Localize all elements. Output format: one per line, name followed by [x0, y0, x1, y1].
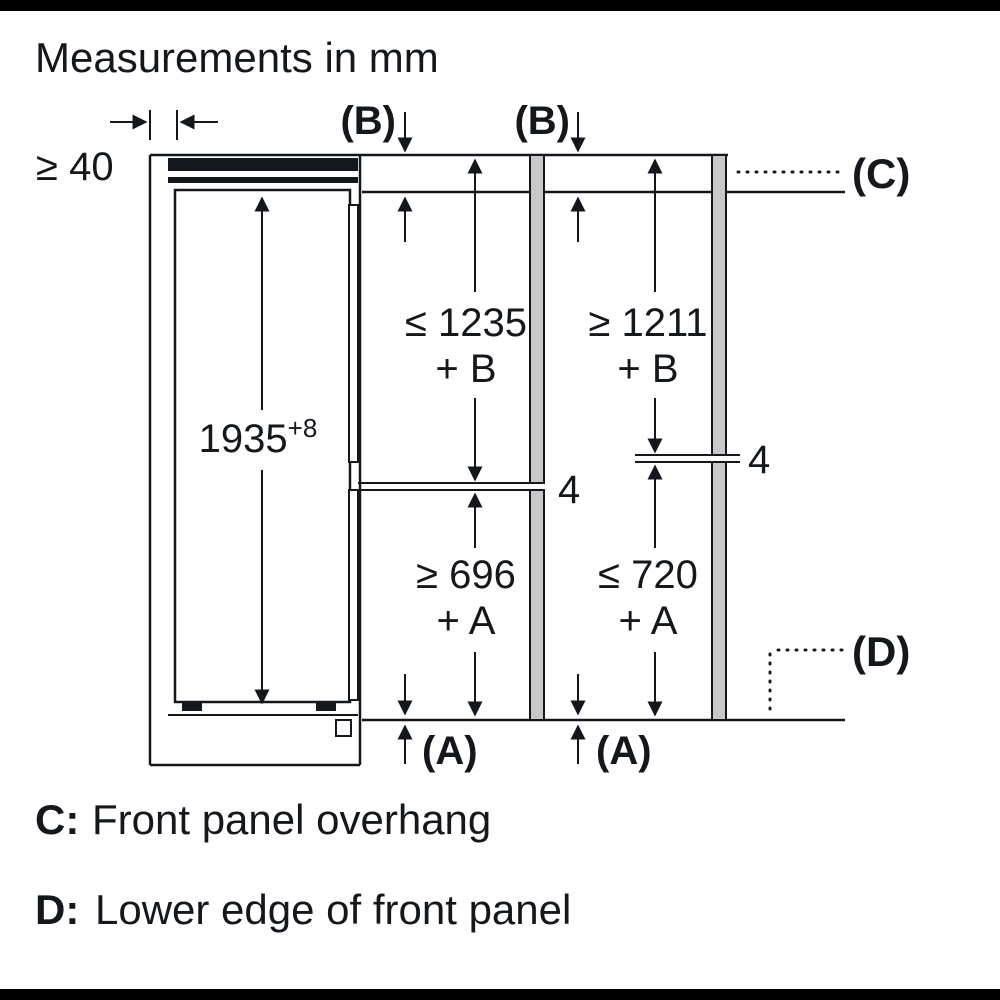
appliance-height-tolerance: +8 — [288, 413, 318, 443]
adjustment-foot — [335, 719, 352, 737]
diagram-title: Measurements in mm — [35, 34, 439, 81]
a-label-left: (A) — [422, 729, 478, 773]
wall-clearance-label: ≥ 40 — [36, 145, 114, 189]
top-trim-bar — [168, 177, 358, 183]
d-label: (D) — [852, 628, 910, 675]
gap-mid-label: 4 — [558, 468, 580, 512]
upper-left-add: + B — [435, 347, 496, 391]
appliance-foot-left — [182, 702, 202, 711]
upper-right-value: ≥ 1211 — [588, 301, 707, 345]
appliance-height-value: 1935 — [199, 417, 288, 461]
b-dimension-arrows — [397, 112, 586, 242]
front-panel-mid-upper — [529, 154, 545, 484]
top-panel-bar — [168, 158, 358, 171]
appliance-height-label: 1935+8 — [199, 413, 318, 461]
legend-c-key: C: — [35, 796, 79, 843]
front-panel-right-upper — [711, 154, 727, 456]
legend-d-key: D: — [35, 886, 79, 933]
lower-right-add: + A — [619, 599, 678, 643]
upper-left-value: ≤ 1235 — [405, 301, 527, 345]
lower-right-value: ≤ 720 — [598, 553, 698, 597]
a-dimension-arrows — [397, 674, 586, 764]
door-profile-upper — [348, 204, 359, 463]
legend-c-text: Front panel overhang — [92, 796, 491, 843]
door-profile-lower — [348, 489, 359, 701]
gap-right-label: 4 — [748, 438, 770, 482]
b-label-right: (B) — [514, 99, 570, 143]
d-reference-lines — [768, 648, 844, 718]
lower-left-add: + A — [437, 599, 496, 643]
c-label: (C) — [852, 150, 910, 197]
furniture-front-panels — [358, 154, 740, 721]
legend: C: Front panel overhang D: Lower edge of… — [35, 796, 571, 933]
legend-d-text: Lower edge of front panel — [95, 886, 571, 933]
upper-right-add: + B — [617, 347, 678, 391]
wall-clearance-dimension — [110, 110, 218, 140]
lower-left-value: ≥ 696 — [416, 553, 516, 597]
front-panel-mid-lower — [529, 489, 545, 721]
a-label-right: (A) — [596, 729, 652, 773]
appliance-foot-right — [316, 702, 336, 711]
cabinet-outline — [148, 153, 845, 767]
b-label-left: (B) — [340, 99, 396, 143]
front-panel-right-lower — [711, 461, 727, 721]
